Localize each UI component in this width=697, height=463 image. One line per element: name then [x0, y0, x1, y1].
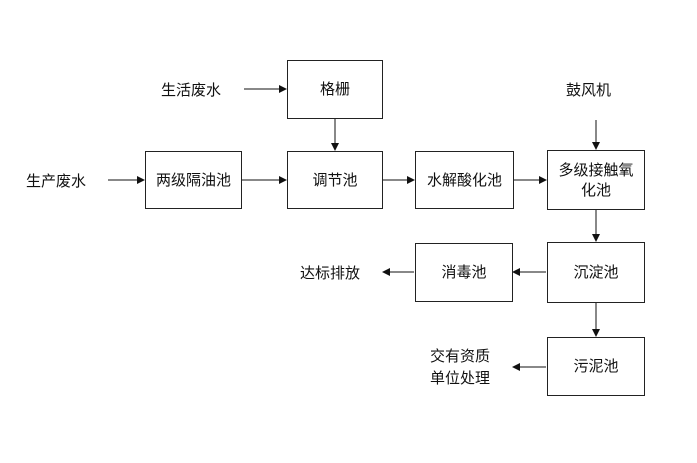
production-wastewater-label: 生产废水 [26, 172, 87, 190]
hydrolysis-acidification-box: 水解酸化池 [415, 151, 514, 209]
sludge-disposal-label: 交有资质 单位处理 [430, 346, 490, 390]
oil-separator-label: 两级隔油池 [155, 170, 231, 189]
discharge-label: 达标排放 [300, 264, 361, 282]
contact-oxidation-box: 多级接触氧 化池 [547, 150, 645, 210]
sludge-disposal-label-line2: 单位处理 [430, 368, 491, 387]
sludge-tank-label: 污泥池 [573, 357, 619, 376]
sedimentation-tank-box: 沉淀池 [547, 242, 645, 303]
blower-label: 鼓风机 [566, 81, 612, 99]
equalization-tank-label: 调节池 [312, 170, 358, 189]
oil-separator-box: 两级隔油池 [145, 151, 242, 209]
hydrolysis-acidification-label: 水解酸化池 [426, 170, 502, 189]
contact-oxidation-label-line1: 多级接触氧 [558, 160, 634, 179]
disinfection-tank-label: 消毒池 [441, 263, 487, 282]
sludge-disposal-label-line1: 交有资质 [430, 347, 491, 365]
domestic-wastewater-label: 生活废水 [161, 81, 222, 99]
sedimentation-tank-label: 沉淀池 [573, 263, 619, 282]
grille-box: 格栅 [287, 60, 383, 119]
disinfection-tank-box: 消毒池 [415, 243, 513, 302]
contact-oxidation-label-line2: 化池 [580, 181, 611, 199]
grille-label: 格栅 [319, 80, 350, 99]
sludge-tank-box: 污泥池 [547, 337, 645, 396]
equalization-tank-box: 调节池 [287, 151, 383, 209]
